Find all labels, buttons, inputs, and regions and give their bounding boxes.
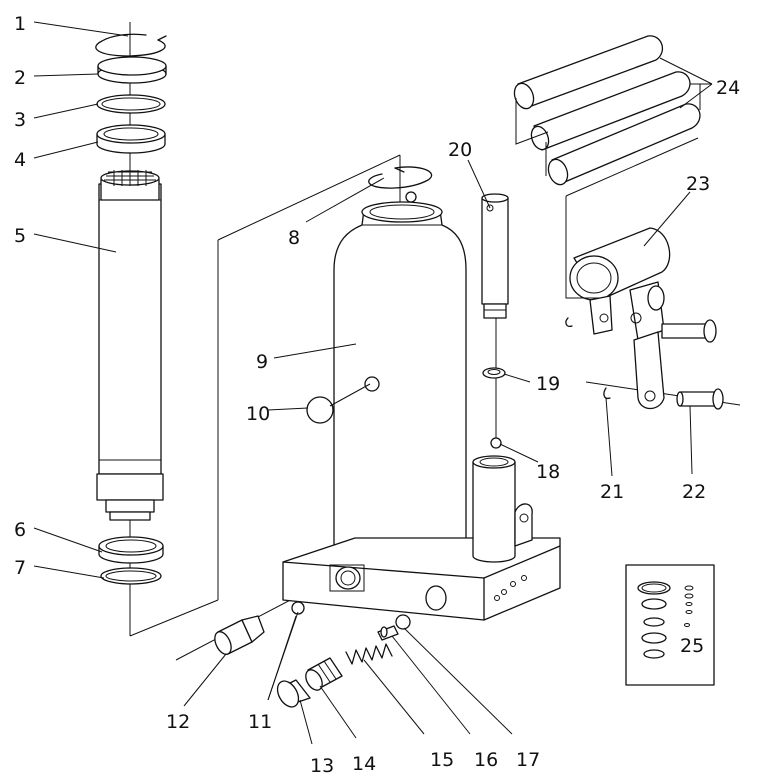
part-pin [377,625,399,641]
part-labels: 1 2 3 4 5 6 7 8 9 10 11 12 13 14 15 16 1… [14,13,740,777]
label-part-17: 17 [516,749,540,771]
part-ball-small-2 [395,614,411,630]
label-part-15: 15 [430,749,454,771]
part-pump-seal [482,367,506,379]
label-part-23: 23 [686,173,710,195]
label-part-1: 1 [14,13,26,35]
part-small-ball [291,601,305,615]
label-part-3: 3 [14,109,26,131]
label-part-18: 18 [536,461,560,483]
part-handle-tubes [513,35,701,186]
part-top-ring [97,56,167,84]
leader-lines [33,21,713,745]
part-release-valve [214,615,265,655]
label-part-16: 16 [474,749,498,771]
label-part-22: 22 [682,481,706,503]
label-part-25: 25 [680,635,704,657]
label-part-4: 4 [14,149,26,171]
part-lever-socket [565,227,717,410]
label-part-11: 11 [248,711,272,733]
label-part-12: 12 [166,711,190,733]
part-cylinder-body [333,201,467,567]
part-ram [96,170,164,521]
label-part-7: 7 [14,557,26,579]
label-part-5: 5 [14,225,26,247]
label-part-2: 2 [14,67,26,89]
part-piston-seal [100,567,162,585]
part-seal-ring [96,94,166,114]
part-snap-ring [368,166,433,203]
part-pump-plunger [481,193,509,319]
part-cap [276,679,311,708]
label-part-24: 24 [716,77,740,99]
part-bushing-ring [96,124,166,154]
label-part-21: 21 [600,481,624,503]
part-check-ball [490,437,502,449]
part-cotter-pin [603,387,611,400]
part-piston-ring [98,536,164,564]
label-part-13: 13 [310,755,334,777]
label-part-6: 6 [14,519,26,541]
part-retaining-ring [95,33,167,57]
label-part-10: 10 [246,403,270,425]
part-pump-piston [305,657,343,691]
label-part-9: 9 [256,351,268,373]
part-ball [306,396,334,424]
part-spring [345,643,393,665]
label-part-14: 14 [352,753,376,775]
part-base [282,455,561,621]
label-part-19: 19 [536,373,560,395]
lever-axis-lines [565,137,699,299]
label-part-20: 20 [448,139,472,161]
label-part-8: 8 [288,227,300,249]
seal-kit-box [625,564,715,686]
part-clevis-pin [676,388,724,410]
